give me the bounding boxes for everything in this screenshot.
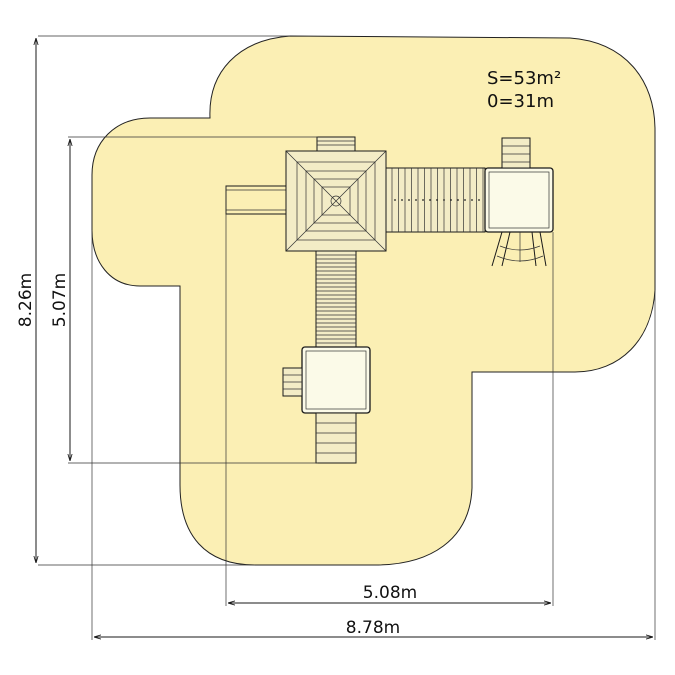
right-platform (484, 167, 554, 233)
slide (315, 250, 357, 348)
dim-structure-width: 5.08m (363, 583, 417, 603)
area-label: S=53m² (487, 68, 561, 89)
top-ladder (316, 136, 356, 154)
dim-total-width: 8.78m (346, 618, 400, 638)
roof-tower (285, 150, 387, 252)
dim-structure-height: 5.07m (50, 273, 70, 327)
safety-zone (91, 35, 656, 566)
rope-net (491, 231, 547, 267)
play-structure (225, 136, 554, 464)
dimension-lines (36, 35, 656, 640)
perimeter-label: 0=31m (487, 91, 554, 112)
top-right-ladder (501, 137, 531, 169)
side-ladder (282, 367, 303, 397)
bottom-steps (315, 412, 357, 464)
dim-total-height: 8.26m (16, 273, 36, 327)
lower-platform (301, 346, 371, 414)
horizontal-bridge (385, 167, 486, 233)
